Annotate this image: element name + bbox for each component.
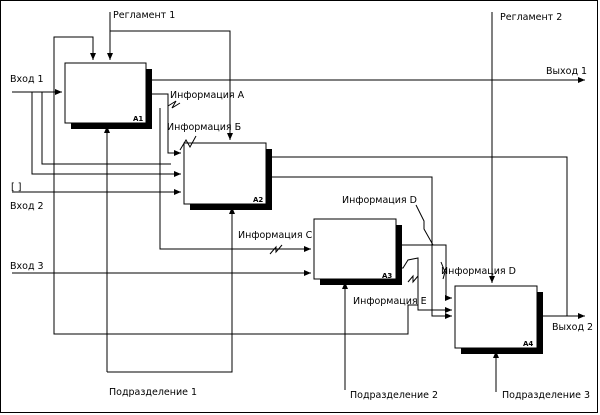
mechanism-sub2-label: Подразделение 2 (350, 390, 438, 401)
flow-info-c-label: Информация C (238, 230, 313, 241)
control-reg1-label: Регламент 1 (113, 10, 175, 21)
mechanism-sub3-label: Подразделение 3 (502, 390, 590, 401)
box-a4[interactable]: A4 (454, 285, 543, 354)
control-reg1-arrows[interactable] (53, 12, 418, 335)
flow-info-d2-label: Информация D (441, 266, 516, 277)
box-a1[interactable]: A1 (64, 62, 152, 129)
input-3-label: Вход 3 (10, 261, 44, 272)
box-a4-id: A4 (523, 340, 533, 348)
flow-info-d1[interactable] (415, 204, 434, 246)
output-2-label: Выход 2 (552, 322, 593, 333)
output-2-arrow[interactable] (266, 156, 585, 319)
mechanism-sub1-arrows[interactable] (104, 126, 235, 373)
flow-info-b[interactable] (179, 135, 197, 151)
mechanism-sub1-label: Подразделение 1 (109, 387, 197, 398)
box-a3[interactable]: A3 (313, 218, 402, 285)
input-2-tag: [ ] (11, 182, 21, 193)
flow-info-e-label: Информация E (353, 296, 427, 307)
output-1-label: Выход 1 (546, 66, 587, 77)
box-a2-id: A2 (253, 196, 263, 204)
control-reg2-label: Регламент 2 (500, 12, 562, 23)
input-2-label: Вход 2 (10, 201, 44, 212)
flow-info-d2[interactable] (396, 244, 452, 301)
flow-info-e[interactable] (396, 257, 452, 313)
flow-info-c[interactable] (159, 108, 311, 255)
box-a1-id: A1 (133, 115, 143, 123)
box-a3-id: A3 (382, 272, 392, 280)
input-1-label: Вход 1 (10, 74, 44, 85)
box-a2[interactable]: A2 (183, 142, 272, 210)
flow-info-b-label: Информация Б (167, 122, 241, 133)
flow-info-a-label: Информация A (170, 90, 245, 101)
flow-info-d1-label: Информация D (342, 195, 417, 206)
flow-info-a[interactable] (152, 93, 181, 156)
